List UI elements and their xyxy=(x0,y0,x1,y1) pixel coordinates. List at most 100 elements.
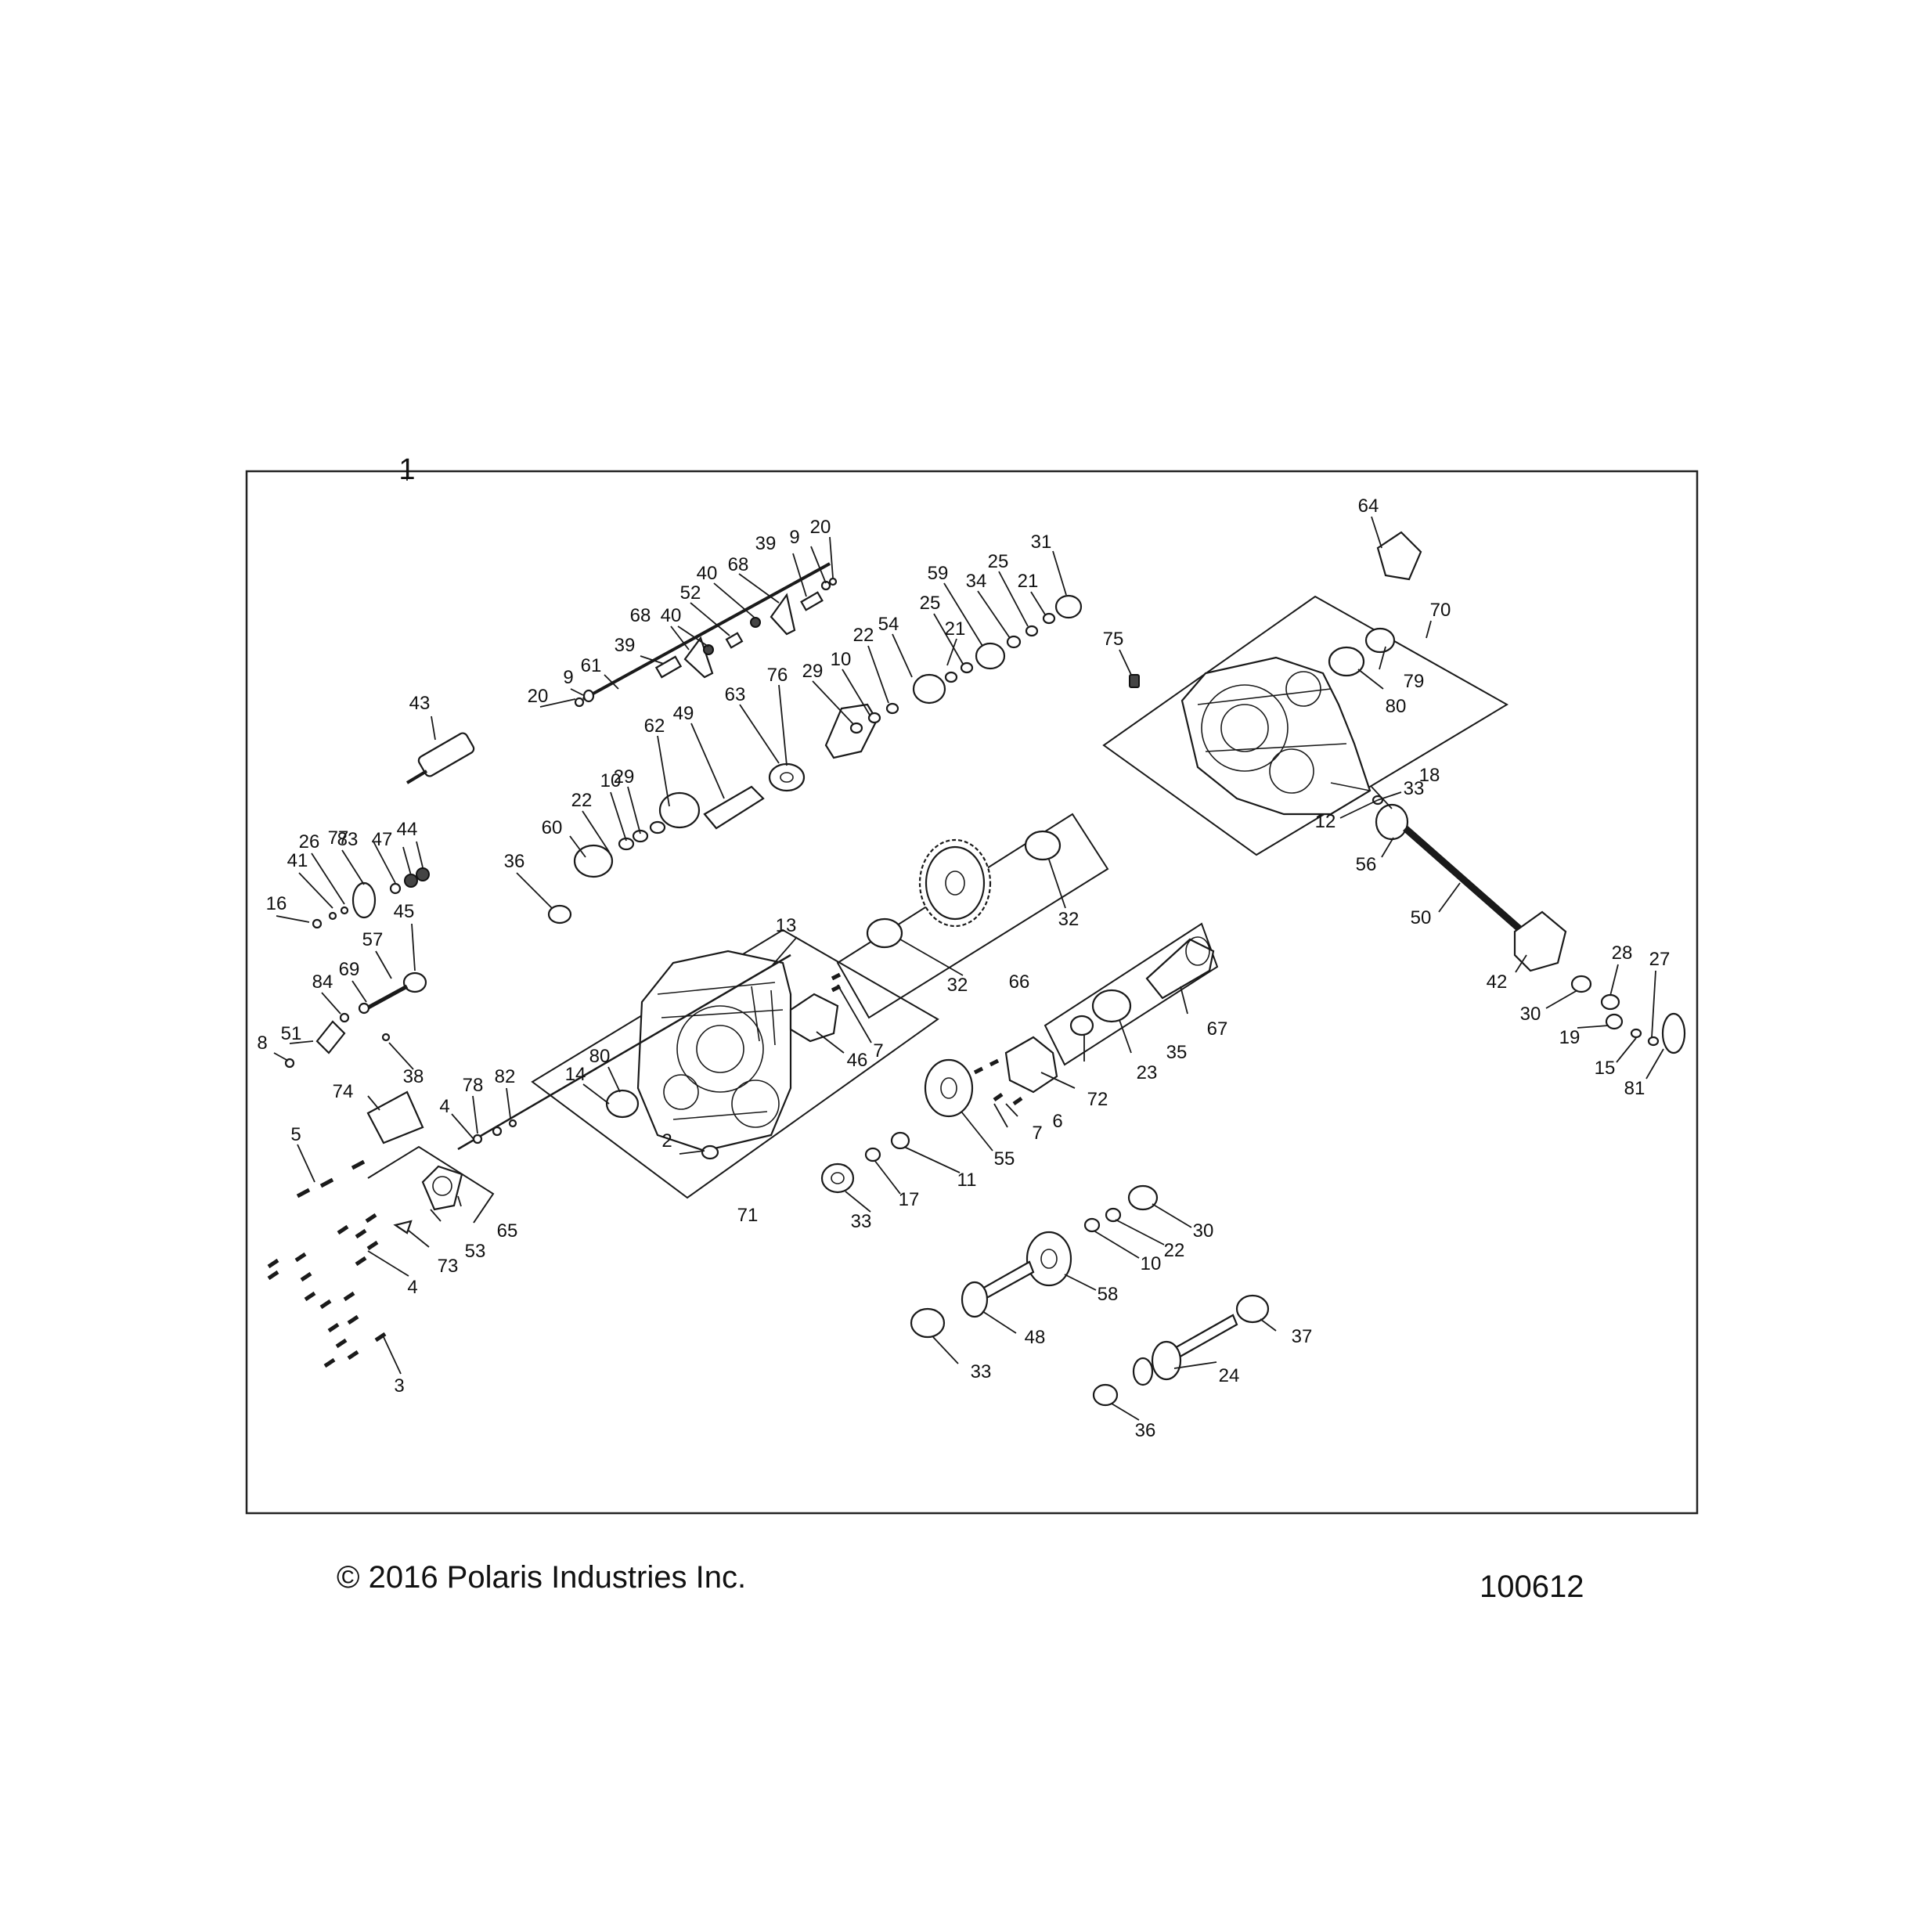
callout-39: 39 xyxy=(755,533,777,554)
bolt-set-3 xyxy=(267,1159,413,1368)
callout-28: 28 xyxy=(1612,943,1633,964)
callout-36: 36 xyxy=(1135,1420,1156,1441)
callout-8: 8 xyxy=(257,1033,267,1054)
assembly-box-70 xyxy=(1102,595,1508,856)
callout-48: 48 xyxy=(1025,1327,1046,1348)
callout-59: 59 xyxy=(928,563,949,584)
callout-39: 39 xyxy=(615,635,636,656)
callout-62: 62 xyxy=(644,715,665,737)
callout-80: 80 xyxy=(1386,696,1407,717)
callout-35: 35 xyxy=(1166,1042,1188,1063)
callout-7: 7 xyxy=(873,1040,883,1062)
callout-77: 77 xyxy=(328,827,349,849)
right-case-70 xyxy=(1180,656,1372,816)
assembly-box-65 xyxy=(367,1145,495,1224)
callout-25: 25 xyxy=(988,551,1009,572)
callout-61: 61 xyxy=(581,655,602,676)
callout-27: 27 xyxy=(1649,949,1671,970)
callout-40: 40 xyxy=(661,605,682,626)
callout-55: 55 xyxy=(994,1148,1015,1170)
callout-60: 60 xyxy=(542,817,563,838)
callout-68: 68 xyxy=(630,605,651,626)
callout-65: 65 xyxy=(497,1220,518,1242)
main-case-extras xyxy=(605,972,842,1160)
callout-69: 69 xyxy=(339,959,360,980)
callout-7: 7 xyxy=(1032,1123,1042,1144)
callout-81: 81 xyxy=(1624,1078,1645,1099)
output-shaft-assembly-50 xyxy=(1372,795,1686,1054)
shaft-assembly-67 xyxy=(1069,936,1215,1036)
callout-57: 57 xyxy=(362,929,384,950)
callout-15: 15 xyxy=(1595,1058,1616,1079)
left-linkage-parts xyxy=(284,867,430,1069)
callout-10: 10 xyxy=(600,770,622,791)
callout-14: 14 xyxy=(565,1064,586,1085)
callout-10: 10 xyxy=(1141,1253,1162,1274)
shift-drum-43 xyxy=(406,732,475,784)
callout-75: 75 xyxy=(1103,629,1124,650)
callout-24: 24 xyxy=(1219,1365,1240,1386)
callout-64: 64 xyxy=(1358,496,1379,517)
assembly-box-66 xyxy=(836,813,1109,1019)
callout-46: 46 xyxy=(847,1050,868,1071)
callout-18: 18 xyxy=(1419,765,1440,786)
callout-41: 41 xyxy=(287,850,308,871)
callout-38: 38 xyxy=(403,1066,424,1087)
callout-47: 47 xyxy=(372,829,393,850)
callout-11: 11 xyxy=(957,1170,977,1191)
callout-13: 13 xyxy=(776,915,797,936)
callout-labels: 43 20 9 61 39 68 40 52 40 68 39 9 20 59 … xyxy=(257,496,1670,1441)
callout-22: 22 xyxy=(1164,1240,1185,1261)
callout-84: 84 xyxy=(312,971,333,993)
callout-66: 66 xyxy=(1009,971,1030,993)
callout-63: 63 xyxy=(725,684,746,705)
callout-17: 17 xyxy=(899,1189,920,1210)
leader-lines xyxy=(273,516,1664,1421)
assembly-box-67 xyxy=(1043,922,1219,1066)
cover-74-65 xyxy=(366,953,791,1211)
callout-20: 20 xyxy=(528,686,549,707)
callout-5: 5 xyxy=(290,1124,301,1145)
callout-21: 21 xyxy=(1018,571,1039,592)
shaft-assembly-24 xyxy=(1092,1294,1270,1407)
callout-45: 45 xyxy=(394,901,415,922)
callout-52: 52 xyxy=(680,582,701,604)
figure-id: 100612 xyxy=(1480,1570,1584,1604)
callout-49: 49 xyxy=(673,703,694,724)
right-case-extras xyxy=(1129,531,1422,688)
callout-73: 73 xyxy=(438,1256,459,1277)
callout-12: 12 xyxy=(1315,811,1336,832)
shift-rail-assembly xyxy=(574,562,838,708)
callout-51: 51 xyxy=(281,1023,302,1044)
cover-gasket-72 xyxy=(973,1036,1058,1106)
callout-36: 36 xyxy=(504,851,525,872)
gear-assembly-58-48 xyxy=(910,1184,1159,1339)
callout-37: 37 xyxy=(1292,1326,1313,1347)
callout-33: 33 xyxy=(851,1211,872,1232)
callout-30: 30 xyxy=(1193,1220,1214,1242)
callout-23: 23 xyxy=(1137,1062,1158,1083)
callout-30: 30 xyxy=(1520,1004,1541,1025)
copyright-text: © 2016 Polaris Industries Inc. xyxy=(337,1560,746,1595)
callout-56: 56 xyxy=(1356,854,1377,875)
callout-74: 74 xyxy=(333,1081,354,1102)
callout-4: 4 xyxy=(439,1096,449,1117)
main-case-71 xyxy=(636,950,792,1152)
callout-79: 79 xyxy=(1404,671,1425,692)
callout-10: 10 xyxy=(831,649,852,670)
callout-43: 43 xyxy=(409,693,431,714)
callout-33: 33 xyxy=(971,1361,992,1382)
callout-42: 42 xyxy=(1487,971,1508,993)
callout-22: 22 xyxy=(853,625,874,646)
callout-32: 32 xyxy=(1058,909,1080,930)
gear-assembly-55 xyxy=(820,1058,974,1194)
callout-82: 82 xyxy=(495,1066,516,1087)
callout-72: 72 xyxy=(1087,1089,1108,1110)
callout-68: 68 xyxy=(728,554,749,575)
callout-78: 78 xyxy=(463,1075,484,1096)
frame-label: 1 xyxy=(398,453,415,486)
upper-shaft-assembly xyxy=(547,594,1083,925)
callout-31: 31 xyxy=(1031,532,1052,553)
callout-21: 21 xyxy=(945,618,966,640)
